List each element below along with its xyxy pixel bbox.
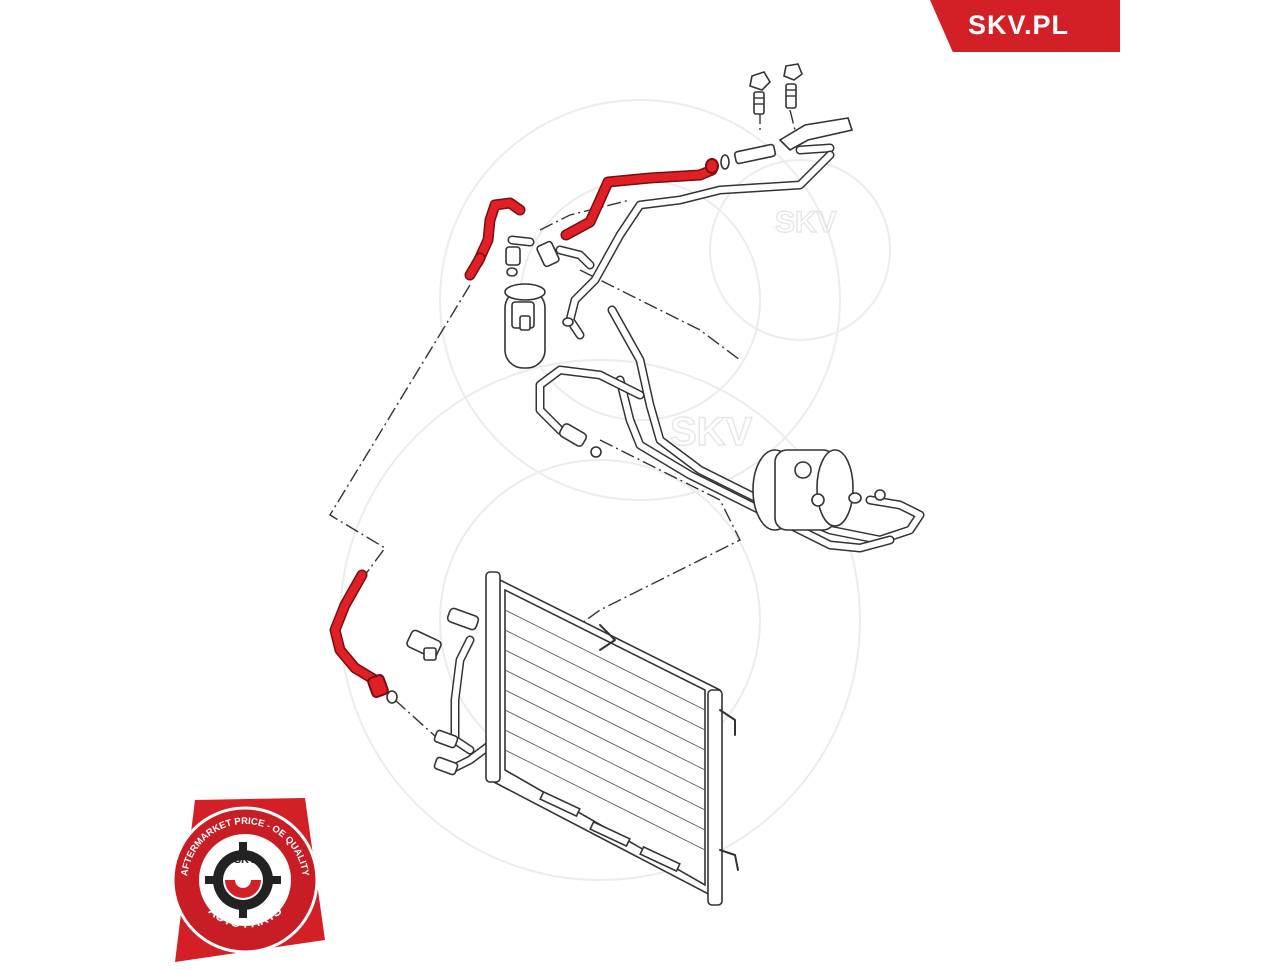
watermark-text-top: SKV	[775, 206, 837, 239]
condenser	[485, 571, 739, 906]
brand-logo-text: SKV.PL	[968, 10, 1070, 40]
expansion-valve-fittings	[720, 117, 854, 170]
receiver-drier	[504, 240, 574, 369]
mount-bolts	[749, 63, 803, 115]
skv-auto-parts-badge: SKV AFTERMARKET PRICE - OE QUALITY AUTO …	[171, 798, 325, 962]
brand-logo-tab	[930, 0, 1120, 52]
ac-hose-highlight	[329, 158, 719, 699]
watermark-text-middle: SKV	[670, 410, 753, 454]
assembly-lines	[329, 109, 796, 746]
badge-center-text: SKV	[234, 854, 257, 866]
compressor	[558, 423, 886, 531]
pressure-switch	[386, 607, 480, 776]
